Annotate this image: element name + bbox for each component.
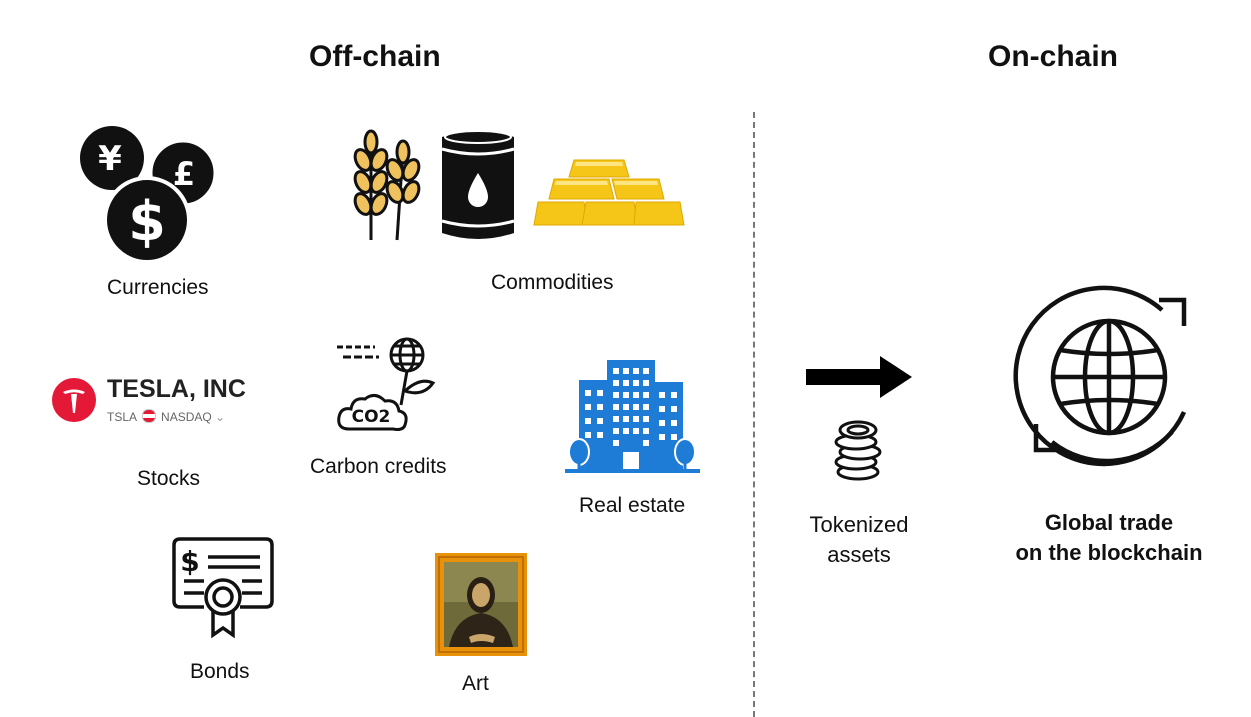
bond-certificate-icon: $: [172, 537, 274, 639]
currencies-label: Currencies: [107, 276, 209, 299]
coin-stack-icon: [834, 420, 882, 481]
tokenized-assets-label: Tokenized assets: [786, 510, 932, 570]
global-trade-label: Global trade on the blockchain: [984, 508, 1234, 568]
tesla-company-name: TESLA, INC: [107, 375, 246, 403]
co2-text: CO2: [352, 407, 391, 427]
tesla-ticker: TSLA: [107, 410, 137, 424]
real-estate-icon: [565, 360, 700, 473]
wheat-icon: [353, 129, 421, 241]
off-chain-heading: Off-chain: [309, 40, 441, 73]
real-estate-label: Real estate: [579, 494, 686, 517]
chain-divider: [753, 112, 755, 717]
right-arrow-icon: [806, 356, 912, 398]
tokenized-line-1: Tokenized: [809, 512, 909, 537]
carbon-credits-label: Carbon credits: [310, 455, 447, 478]
chevron-down-icon: ⌄: [215, 410, 226, 424]
pound-symbol: £: [173, 155, 195, 193]
commodities-label: Commodities: [491, 271, 614, 294]
on-chain-heading: On-chain: [988, 40, 1119, 73]
tesla-stock-card: TESLA, INC TSLA NASDAQ ⌄: [52, 375, 262, 430]
yen-symbol: ¥: [98, 139, 122, 179]
global-trade-line-1: Global trade: [1044, 510, 1174, 535]
tesla-exchange: NASDAQ: [161, 410, 212, 424]
global-trade-line-2: on the blockchain: [1015, 540, 1203, 565]
gold-bars-icon: [533, 159, 685, 226]
us-flag-icon: [141, 409, 156, 423]
oil-barrel-icon: [441, 130, 515, 239]
dollar-symbol: $: [128, 190, 166, 253]
tokenized-line-2: assets: [827, 542, 891, 567]
currencies-icon: ¥ £ $: [80, 126, 217, 264]
tesla-ticker-row: TSLA NASDAQ ⌄: [107, 409, 225, 424]
stocks-label: Stocks: [137, 467, 201, 490]
painting-icon: [435, 553, 527, 656]
bonds-label: Bonds: [190, 660, 250, 683]
art-label: Art: [462, 672, 489, 695]
tesla-logo-icon: [52, 378, 96, 422]
bond-dollar-symbol: $: [180, 545, 199, 578]
global-blockchain-icon: [1013, 285, 1187, 467]
carbon-credits-icon: CO2: [337, 337, 436, 431]
